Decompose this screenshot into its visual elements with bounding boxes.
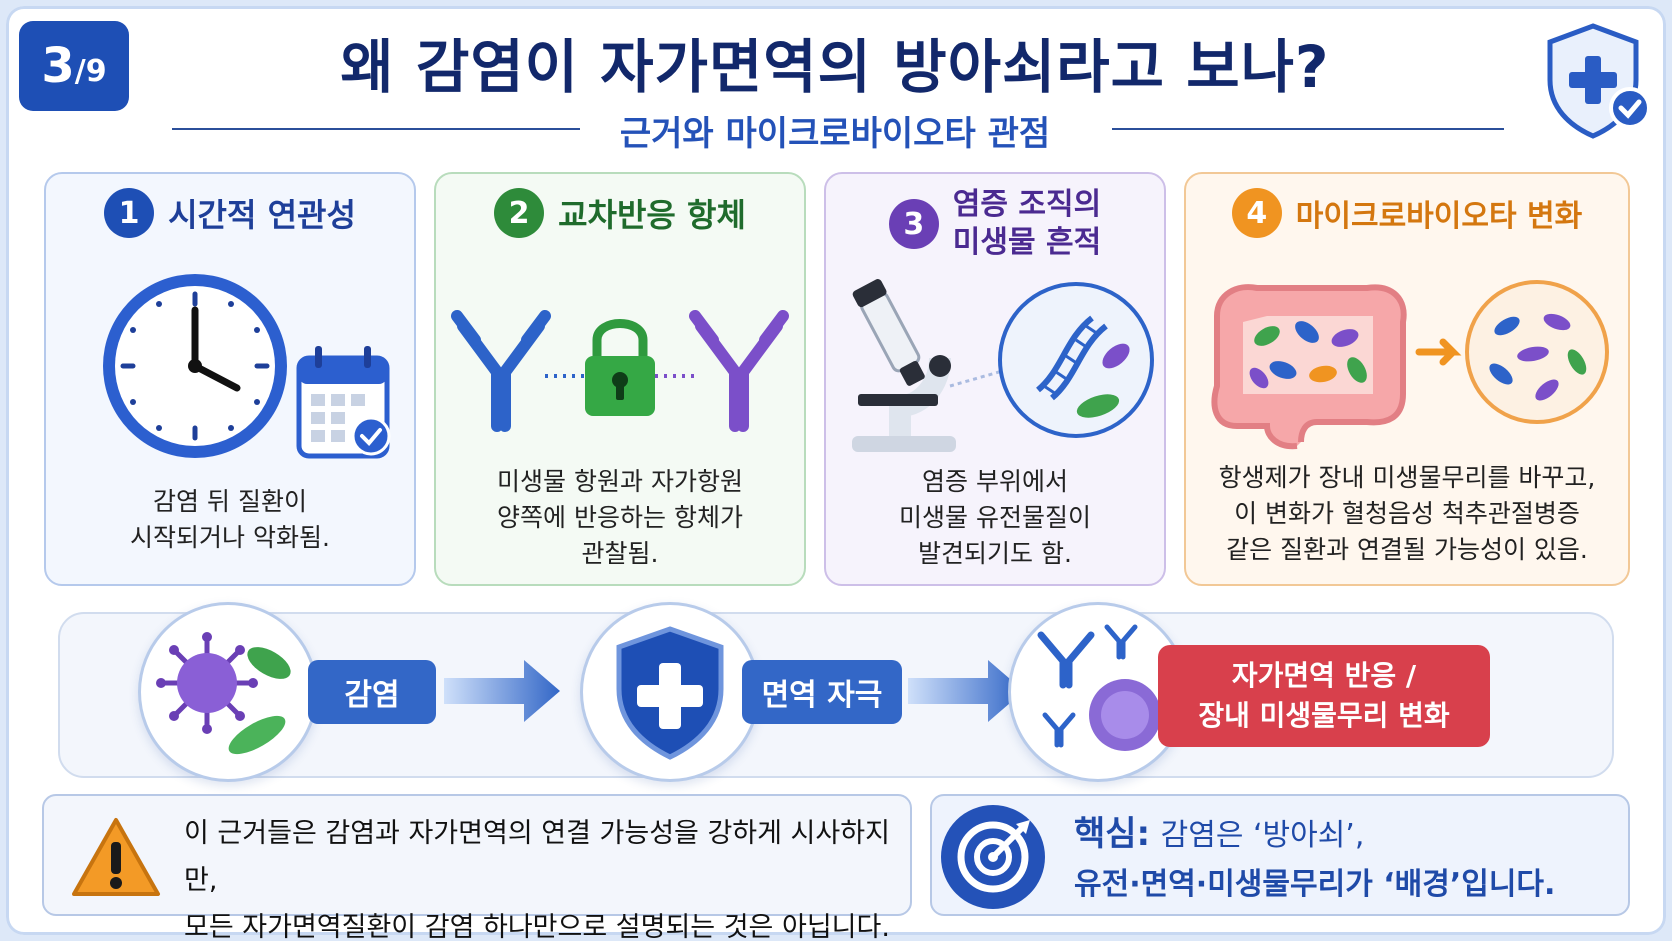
card-number: 2 <box>494 188 545 238</box>
page-subtitle: 근거와 마이크로바이오타 관점 <box>619 114 1051 154</box>
antibody-cell-icon <box>1037 624 1161 751</box>
evidence-card-microbiota-change: 4 마이크로바이오타 변화 <box>1184 172 1630 586</box>
card-description: 미생물 항원과 자가항원 양쪽에 반응하는 항체가 관찰됨. <box>497 467 743 568</box>
card-description: 감염 뒤 질환이 시작되거나 악화됨. <box>130 487 330 552</box>
card-number: 3 <box>888 199 939 249</box>
subtitle-divider-left <box>172 128 580 130</box>
antibody-lock-icon <box>451 310 789 432</box>
subtitle-divider-right <box>1112 128 1504 130</box>
card-title: 염증 조직의 미생물 흔적 <box>953 186 1101 262</box>
gut-microbiota-icon <box>1211 280 1609 450</box>
evidence-card-cross-reactive: 2 교차반응 항체 미생물 항원과 자가항원 양쪽에 반응하는 항체가 관찰됨. <box>434 172 806 586</box>
evidence-card-microbial-traces: 3 염증 조직의 미생물 흔적 <box>824 172 1166 586</box>
key-line2: 유전·면역·미생물무리가 ‘배경’입니다. <box>1074 867 1556 902</box>
flow-result-autoimmune: 자가면역 반응 / 장내 미생물무리 변화 <box>1158 645 1490 747</box>
caution-text: 이 근거들은 감염과 자가면역의 연결 가능성을 강하게 시사하지만, 모든 자… <box>184 818 890 941</box>
virus-bacteria-icon <box>156 632 291 755</box>
card-title-line2: 미생물 흔적 <box>952 225 1102 260</box>
target-icon <box>941 805 1045 909</box>
flow-arrow-icon <box>444 660 560 722</box>
microscope-dna-icon <box>852 279 1154 452</box>
flow-infection-node <box>138 602 318 782</box>
shield-check-icon <box>1547 23 1651 139</box>
flow-immune-node <box>580 602 760 782</box>
caution-note: 이 근거들은 감염과 자가면역의 연결 가능성을 강하게 시사하지만, 모든 자… <box>42 794 912 941</box>
evidence-card-temporal: 1 시간적 연관성 <box>44 172 416 586</box>
clock-calendar-icon <box>103 274 391 459</box>
card-title: 교차반응 항체 <box>558 196 746 234</box>
card-title: 마이크로바이오타 변화 <box>1295 199 1583 234</box>
card-description: 항생제가 장내 미생물무리를 바꾸고, 이 변화가 혈청음성 척추관절병증 같은… <box>1218 463 1596 564</box>
key-point-note: 핵심: 감염은 ‘방아쇠’, 유전·면역·미생물무리가 ‘배경’입니다. <box>930 794 1630 916</box>
key-label: 핵심: <box>1074 814 1151 854</box>
key-point-text: 핵심: 감염은 ‘방아쇠’, 유전·면역·미생물무리가 ‘배경’입니다. <box>1074 810 1555 909</box>
card-description: 염증 부위에서 미생물 유전물질이 발견되기도 함. <box>899 467 1091 568</box>
page-counter-badge: 3 /9 <box>19 21 129 111</box>
flow-autoimmune-node <box>1008 602 1188 782</box>
shield-plus-icon <box>616 626 724 760</box>
flow-arrow-icon <box>908 660 1024 722</box>
key-line1: 감염은 ‘방아쇠’, <box>1160 818 1365 853</box>
card-title-line1: 염증 조직의 <box>952 187 1102 222</box>
page-total: /9 <box>74 53 107 89</box>
card-number: 1 <box>104 188 155 238</box>
warning-icon <box>72 818 160 896</box>
card-number: 4 <box>1231 188 1282 238</box>
page-title: 왜 감염이 자가면역의 방아쇠라고 보나? <box>340 33 1330 101</box>
page-number: 3 <box>41 38 75 94</box>
card-title: 시간적 연관성 <box>168 196 356 234</box>
flow-step-infection: 감염 <box>308 660 436 724</box>
flow-step-immune-stimulation: 면역 자극 <box>742 660 902 724</box>
